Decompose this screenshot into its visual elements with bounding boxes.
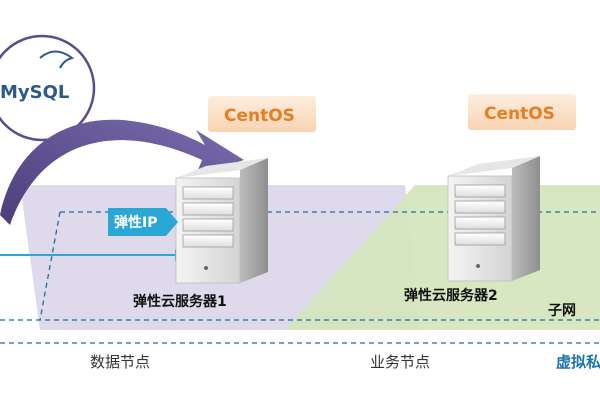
elastic-ip-tag: 弹性IP	[108, 208, 178, 236]
centos-badge-left: CentOS	[208, 96, 316, 132]
server-2-label: 弹性云服务器2	[404, 287, 498, 304]
mysql-logo-text: MySQL	[0, 82, 69, 103]
elastic-ip-label: 弹性IP	[114, 214, 157, 231]
os-label-left: CentOS	[224, 106, 295, 126]
business-node-label: 业务节点	[370, 353, 430, 371]
virtual-network-label: 虚拟私	[556, 353, 600, 371]
server-2-icon	[447, 156, 540, 282]
subnet-boundary-left	[39, 211, 61, 321]
server-1-icon	[175, 158, 268, 284]
server-1-label: 弹性云服务器1	[133, 293, 227, 310]
mysql-badge: MySQL	[0, 34, 96, 142]
subnet-label: 子网	[548, 303, 576, 319]
data-node-label: 数据节点	[90, 353, 150, 371]
centos-badge-right: CentOS	[468, 94, 576, 130]
os-label-right: CentOS	[484, 104, 555, 124]
migration-arrow	[0, 119, 244, 225]
